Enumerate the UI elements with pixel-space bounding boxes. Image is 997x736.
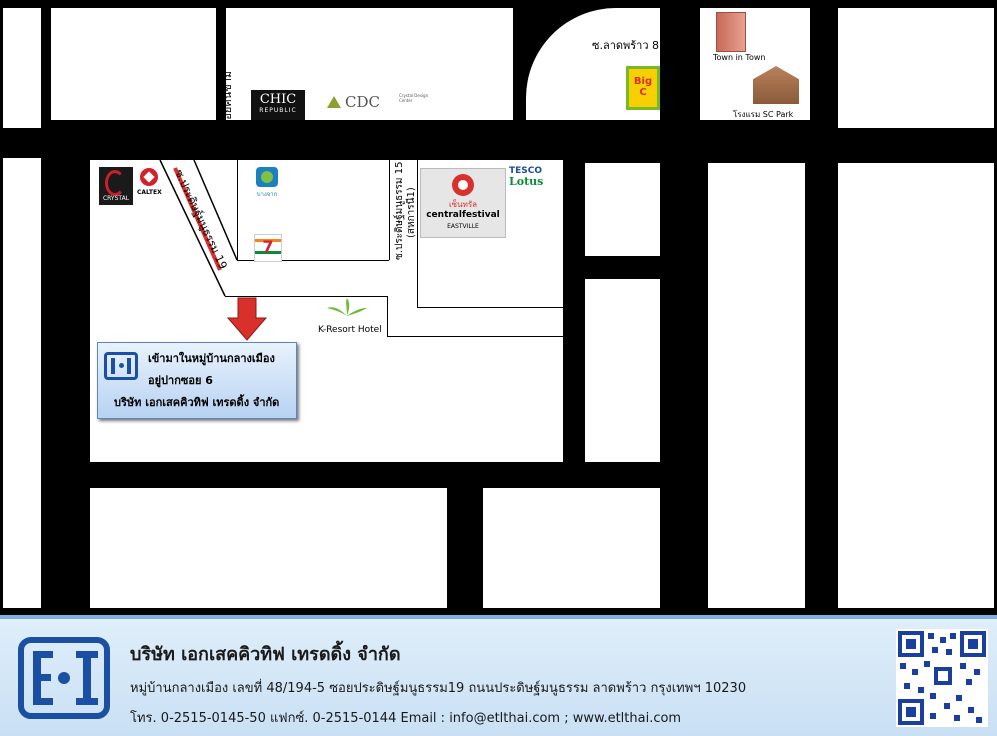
road-label-soi15: ซ.ประดิษฐ์มนูธรรม 15: [394, 161, 405, 260]
k-resort-logo: [323, 298, 371, 320]
company-footer: บริษัท เอกเสคคิวทิฟ เทรดดิ้ง จำกัด หมู่บ…: [0, 615, 997, 736]
k-resort-road: [225, 296, 387, 297]
road-label-ramintra: ไปรามอินทรา: [84, 136, 156, 150]
k-resort-label: K-Resort Hotel: [318, 325, 382, 335]
etl-logo-icon: [18, 637, 110, 719]
soi15-road: [389, 160, 390, 260]
town-in-town-label: Town in Town: [713, 53, 766, 62]
road-label-kaset-nawamin: ถนน เกษตร – นวมินทร์: [55, 334, 70, 465]
road-label-bangkapi: ไปบางกะปิ: [677, 63, 692, 123]
callout-line2: อยู่ปากซอย 6: [148, 374, 213, 387]
block: [585, 279, 660, 462]
company-contact: โทร. 0-2515-0145-50 แฟกซ์. 0-2515-0144 E…: [130, 711, 682, 726]
right-arrow-icon: [912, 136, 985, 150]
road-label-huamak: ไปแหม่งจ๋าย: [811, 353, 826, 423]
road-label-chokchai4: ซ.โชคชัย 4: [594, 467, 651, 480]
k-resort-road: [387, 336, 563, 337]
down-arrow-icon: [815, 430, 829, 511]
sc-park-label: โรงแรม SC Park: [733, 110, 794, 119]
seven-eleven-logo: 7: [254, 234, 282, 262]
soi15-road: [237, 260, 389, 261]
big-c-logo: Big C: [626, 66, 660, 110]
leaf-icon: [327, 298, 367, 316]
callout-line3: บริษัท เอกเสคคิวทิฟ เทรดดิ้ง จำกัด: [114, 396, 280, 409]
caltex-logo: CALTEX: [137, 168, 162, 198]
road-label-soi15-sub: (สหการนี1): [406, 187, 417, 238]
road-label-ladprao87: ซ.ลาดพร้าว 87: [592, 39, 667, 52]
up-arrow-icon: [678, 9, 692, 50]
block: [3, 158, 41, 608]
block: [90, 488, 447, 608]
tesco-lotus-logo: TESCO Lotus: [509, 166, 544, 188]
block: [838, 8, 994, 128]
soi19-road: [159, 159, 226, 297]
block: [838, 163, 994, 608]
etl-logo: [18, 637, 110, 719]
qr-code-icon: [896, 629, 988, 727]
map-overlays: [7, 9, 985, 511]
block: [708, 163, 805, 608]
block: [483, 488, 660, 608]
sun-icon: [452, 174, 474, 196]
soi19-road: [193, 159, 238, 261]
down-arrow: [226, 297, 268, 341]
qr-pattern: [898, 631, 986, 725]
left-arrow-icon: [7, 136, 74, 150]
town-in-town-icon: [716, 12, 746, 52]
road-label-ladprao: ถนน ลาดพร้าว: [676, 366, 691, 450]
crystal-logo: CRYSTAL: [99, 167, 133, 205]
etl-small-logo: [104, 352, 138, 380]
location-map: ไปรามอินทรา ถนนเลียบทางด่วนเอกมัย – รามอ…: [0, 0, 997, 615]
road-label-ekkamai-ramintra: ถนนเลียบทางด่วนเอกมัย – รามอินทรา: [320, 135, 535, 150]
central-plot: [417, 160, 563, 308]
central-festival-logo: เซ็นทรัล centralfestival EASTVILLE: [420, 168, 506, 238]
triangle-icon: [327, 96, 341, 108]
soi15-road: [237, 160, 238, 260]
block: [3, 8, 41, 128]
road-label-ekkamai: ไปเอกมัย: [848, 136, 896, 150]
block: [585, 163, 660, 256]
company-name: บริษัท เอกเสคคิวทิฟ เทรดดิ้ง จำกัด: [130, 644, 401, 665]
k-resort-road: [387, 296, 388, 336]
callout-line1: เข้ามาในหมู่บ้านกลางเมือง: [148, 352, 275, 365]
road-label-ladprao71: ซ.ลาดพร้าว 71: [592, 263, 667, 276]
company-address: หมู่บ้านกลางเมือง เลขที่ 48/194-5 ซอยประ…: [130, 681, 747, 696]
destination-callout: เข้ามาในหมู่บ้านกลางเมือง อยู่ปากซอย 6 บ…: [97, 342, 297, 419]
cdc-logo: CDC Crystal Design Center: [327, 93, 428, 111]
route-line: [173, 167, 222, 271]
chic-republic-logo: CHIC REPUBLIC: [251, 90, 305, 120]
block: [51, 8, 216, 120]
road-label-bridge: สะพานลอยคนข้าม: [221, 70, 234, 160]
bangchak-logo: บางจาก: [254, 167, 280, 198]
